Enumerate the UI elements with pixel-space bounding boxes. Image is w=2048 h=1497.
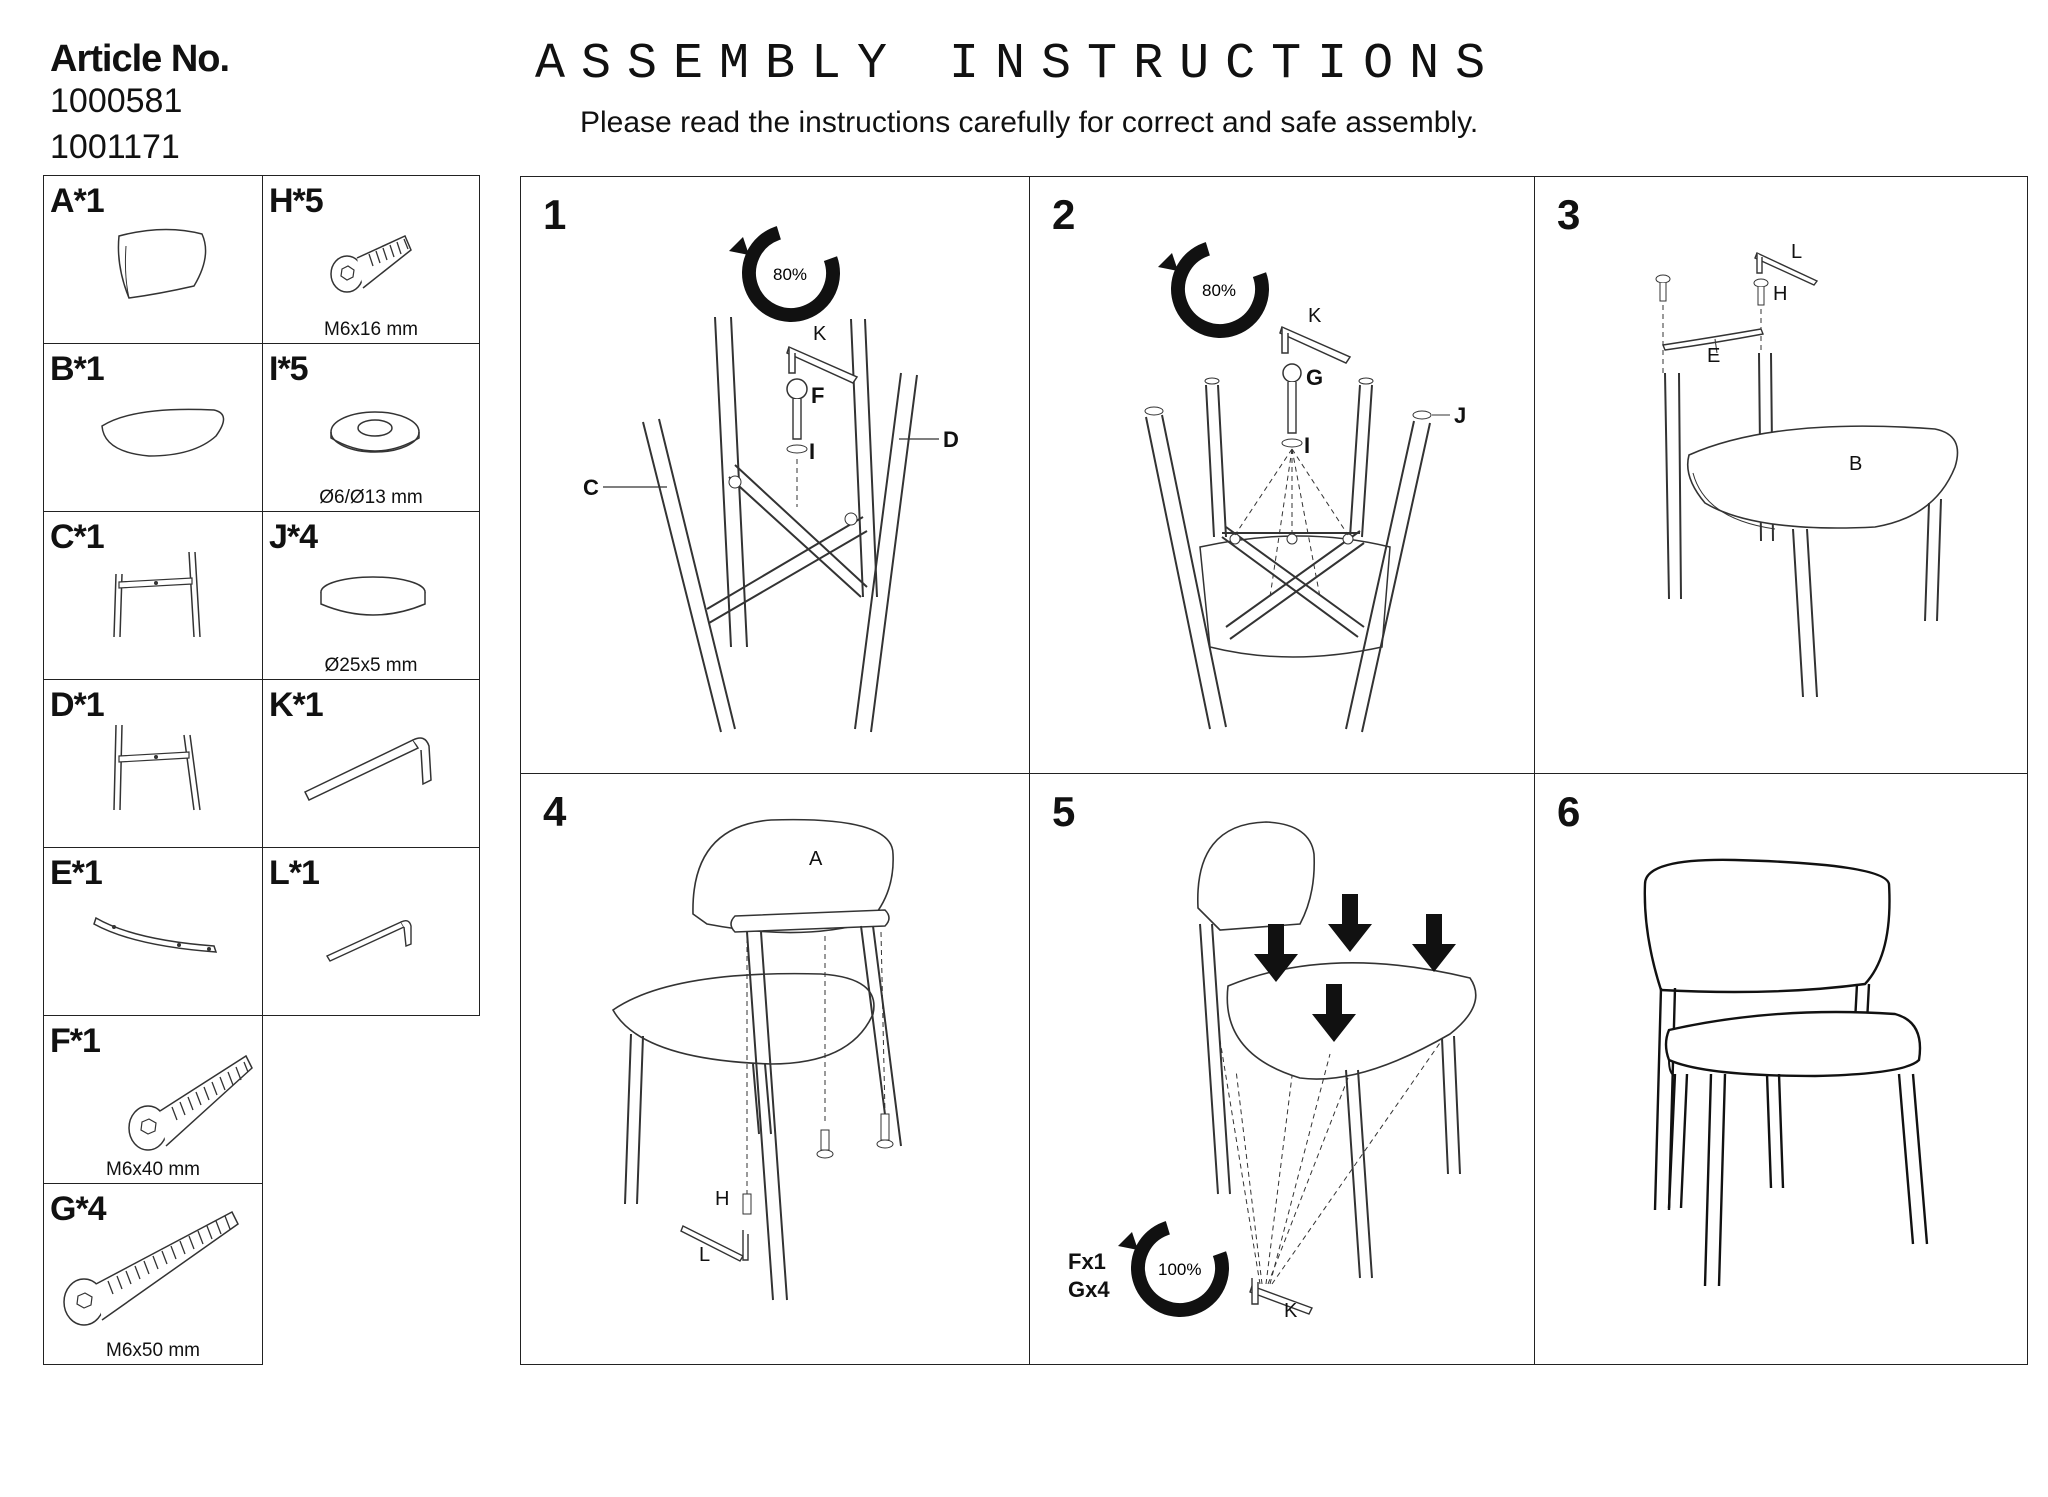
allen-key-large-icon bbox=[303, 737, 432, 801]
step-number: 5 bbox=[1052, 788, 1076, 835]
callout-g: G bbox=[1306, 365, 1324, 390]
part-label: B*1 bbox=[50, 350, 105, 388]
seat-cushion-icon bbox=[101, 408, 225, 457]
step-number: 2 bbox=[1052, 191, 1076, 238]
step-2-illustration: 80% bbox=[1144, 240, 1450, 733]
part-spec: Ø25x5 mm bbox=[324, 655, 418, 676]
step-1-panel: 1 80% K F I C D bbox=[520, 176, 1030, 774]
washer-icon bbox=[330, 411, 420, 453]
part-label: E*1 bbox=[50, 854, 103, 892]
callout-d: D bbox=[943, 427, 959, 452]
felt-pad-icon bbox=[320, 576, 426, 616]
part-spec: M6x16 mm bbox=[324, 319, 418, 340]
callout-c: C bbox=[583, 475, 599, 500]
part-label: D*1 bbox=[50, 686, 105, 724]
callout-h: H bbox=[715, 1188, 730, 1210]
part-label: I*5 bbox=[269, 350, 309, 388]
press-down-arrow-icon bbox=[1254, 924, 1298, 982]
leg-frame-icon bbox=[113, 724, 201, 811]
part-spec: Ø6/Ø13 mm bbox=[319, 487, 423, 508]
part-cell-k: K*1 bbox=[262, 679, 480, 848]
part-label: K*1 bbox=[269, 686, 324, 724]
callout-e: E bbox=[1707, 345, 1721, 367]
part-cell-c: C*1 bbox=[43, 511, 263, 680]
part-cell-d: D*1 bbox=[43, 679, 263, 848]
step-4-panel: 4 A H L bbox=[520, 773, 1030, 1365]
step-6-finished-chair bbox=[1643, 858, 1929, 1287]
callout-k: K bbox=[1308, 305, 1322, 327]
bolt-medium-icon bbox=[128, 1054, 253, 1151]
page-subtitle: Please read the instructions carefully f… bbox=[580, 106, 1479, 139]
step-5-panel: 5 100% Fx1 Gx4 K bbox=[1029, 773, 1535, 1365]
part-label: J*4 bbox=[269, 518, 318, 556]
part-label: C*1 bbox=[50, 518, 105, 556]
callout-a: A bbox=[809, 848, 823, 870]
note-f-count: Fx1 bbox=[1068, 1249, 1106, 1274]
part-cell-g: G*4 M6x50 mm bbox=[43, 1183, 263, 1365]
part-label: G*4 bbox=[50, 1190, 107, 1228]
step-number: 3 bbox=[1557, 191, 1581, 238]
article-number-label: Article No. bbox=[50, 38, 230, 80]
part-label: A*1 bbox=[50, 182, 105, 220]
backrest-icon bbox=[117, 228, 207, 299]
svg-text:80%: 80% bbox=[773, 265, 807, 284]
article-number-1: 1000581 bbox=[50, 82, 183, 120]
callout-l: L bbox=[1791, 241, 1803, 263]
part-cell-a: A*1 bbox=[43, 175, 263, 344]
part-label: F*1 bbox=[50, 1022, 101, 1060]
allen-key-small-icon bbox=[325, 919, 412, 962]
press-down-arrow-icon bbox=[1312, 984, 1356, 1042]
part-cell-j: J*4 Ø25x5 mm bbox=[262, 511, 480, 680]
curved-bracket-icon bbox=[93, 916, 218, 953]
step-3-illustration bbox=[1655, 252, 1959, 698]
bolt-short-icon bbox=[330, 234, 412, 293]
step-1-illustration: 80% bbox=[603, 224, 939, 733]
part-cell-b: B*1 bbox=[43, 343, 263, 512]
step-number: 4 bbox=[543, 788, 567, 835]
callout-i: I bbox=[1304, 433, 1311, 458]
leg-frame-icon bbox=[113, 551, 201, 638]
part-cell-h: H*5 M6x16 mm bbox=[262, 175, 480, 344]
rotate-arrow-icon bbox=[742, 224, 840, 322]
page-title: ASSEMBLY INSTRUCTIONS bbox=[535, 36, 1502, 93]
article-number-2: 1001171 bbox=[50, 128, 180, 166]
note-g-count: Gx4 bbox=[1068, 1277, 1110, 1302]
step-3-panel: 3 L H E B bbox=[1534, 176, 2028, 774]
callout-i: I bbox=[809, 439, 816, 464]
step-4-illustration bbox=[611, 818, 902, 1301]
part-spec: M6x40 mm bbox=[106, 1159, 200, 1180]
press-down-arrow-icon bbox=[1328, 894, 1372, 952]
step-6-panel: 6 bbox=[1534, 773, 2028, 1365]
svg-text:100%: 100% bbox=[1158, 1260, 1201, 1279]
part-cell-e: E*1 bbox=[43, 847, 263, 1016]
callout-k: K bbox=[1284, 1300, 1298, 1322]
part-label: L*1 bbox=[269, 854, 320, 892]
part-cell-l: L*1 bbox=[262, 847, 480, 1016]
callout-l: L bbox=[699, 1244, 711, 1266]
svg-text:80%: 80% bbox=[1202, 281, 1236, 300]
part-label: H*5 bbox=[269, 182, 324, 220]
callout-h: H bbox=[1773, 283, 1788, 305]
part-cell-i: I*5 Ø6/Ø13 mm bbox=[262, 343, 480, 512]
press-down-arrow-icon bbox=[1412, 914, 1456, 972]
bolt-long-icon bbox=[63, 1210, 239, 1326]
part-cell-f: F*1 M6x40 mm bbox=[43, 1015, 263, 1184]
step-number: 1 bbox=[543, 191, 567, 238]
callout-f: F bbox=[811, 383, 825, 408]
step-2-panel: 2 80% K G I J bbox=[1029, 176, 1535, 774]
part-spec: M6x50 mm bbox=[106, 1340, 200, 1361]
callout-b: B bbox=[1849, 453, 1863, 475]
step-number: 6 bbox=[1557, 788, 1581, 835]
callout-k: K bbox=[813, 323, 827, 345]
callout-j: J bbox=[1454, 403, 1467, 428]
step-5-illustration: 100% bbox=[1118, 821, 1477, 1317]
